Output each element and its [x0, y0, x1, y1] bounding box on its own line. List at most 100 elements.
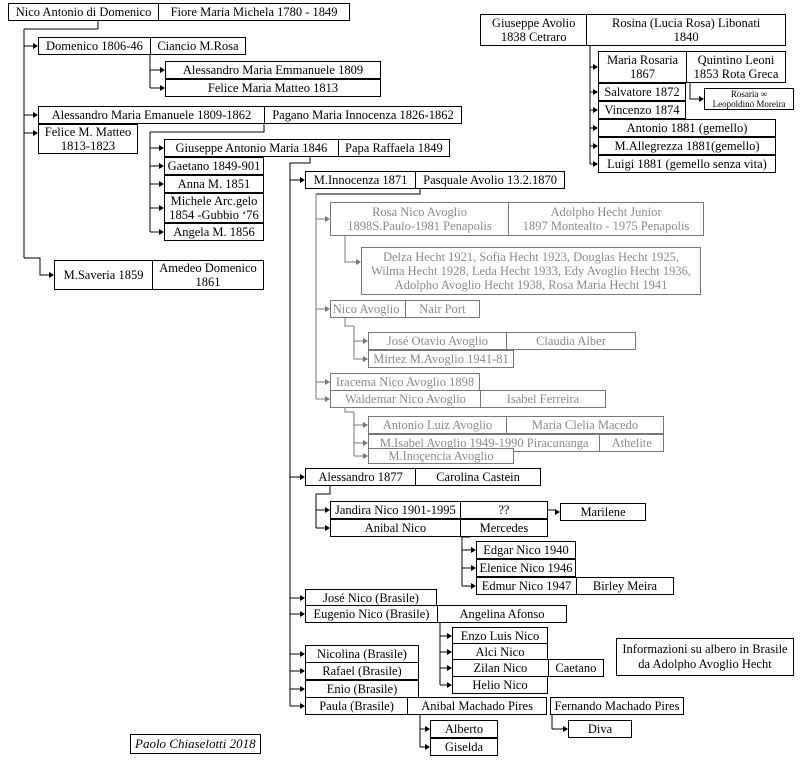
connector: [344, 318, 354, 327]
connector-arrow: [363, 356, 368, 362]
spouse-name: Fiore Maria Michela 1780 - 1849: [158, 4, 349, 20]
connector-arrow: [593, 161, 598, 167]
person-name: Paula (Brasile): [319, 699, 394, 713]
person-name: Zilan Nico: [473, 661, 528, 675]
person-name: Anna M. 1851: [177, 177, 251, 191]
person-box-helio: Helio Nico: [452, 676, 548, 694]
person-box-alessandro1862: Alessandro Maria Emanuele 1809-1862 Pagan…: [38, 106, 462, 124]
person-name: Iracema Nico Avoglio 1898: [335, 375, 475, 389]
person-box-antonio1881: Antonio 1881 (gemello): [598, 119, 776, 137]
person-name: Delza Hecht 1921, Sofia Hecht 1923, Doug…: [370, 250, 692, 292]
person-name: Eugenio Nico (Brasile): [313, 607, 430, 621]
person-box-mirtez: Mirtez M.Avoglio 1941-81: [368, 350, 514, 368]
spouse-name: Pasquale Avolio 13.2.1870: [415, 172, 564, 188]
person-name: Angela M. 1856: [173, 225, 255, 239]
person-name: Rafael (Brasile): [322, 664, 402, 678]
person-name: Domenico 1806-46: [46, 39, 143, 53]
spouse-name: Maria Clelia Macedo: [506, 417, 663, 433]
connector-arrow: [33, 112, 38, 118]
connector-arrow: [159, 145, 164, 151]
person-name: Alberto: [444, 722, 484, 736]
connector-arrow: [300, 177, 305, 183]
person-box-vincenzo: Vincenzo 1874: [598, 101, 686, 119]
connector-arrow: [356, 259, 361, 265]
connector: [150, 124, 265, 133]
spouse-name: Athelite: [599, 435, 663, 451]
connector-arrow: [300, 668, 305, 674]
person-name: Jandira Nico 1901-1995: [334, 503, 456, 517]
spouse-name: Caetano: [547, 660, 603, 676]
person-name: Vincenzo 1874: [604, 103, 680, 117]
person-box-alberto: Alberto: [430, 720, 498, 738]
person-name: Edmur Nico 1947: [481, 579, 572, 593]
connector-arrow: [325, 216, 330, 222]
connector-arrow: [593, 64, 598, 70]
person-box-jandira: Jandira Nico 1901-1995??: [330, 501, 548, 519]
person-name: Helio Nico: [472, 678, 528, 692]
author-credit: Paolo Chiaselotti 2018: [130, 734, 261, 754]
person-name: Salvatore 1872: [604, 85, 680, 99]
person-box-felice1813: Felice Maria Matteo 1813: [165, 79, 381, 97]
person-box-allegrezza: M.Allegrezza 1881(gemello): [598, 137, 776, 155]
person-box-luigi: Luigi 1881 (gemello senza vita): [598, 155, 776, 173]
connector-arrow: [593, 143, 598, 149]
person-box-giselda: Giselda: [430, 738, 498, 756]
connector-arrow: [325, 306, 330, 312]
connector-arrow: [425, 726, 430, 732]
person-box-nico: Nico Antonio di Domenico Fiore Maria Mich…: [8, 3, 350, 21]
person-box-marilene: Marilene: [560, 503, 646, 521]
connector-arrow: [363, 338, 368, 344]
connector-arrow: [447, 649, 452, 655]
person-name: Josè Nico Avoglio 1898: [331, 302, 405, 316]
person-name: José Otavio Avoglio: [386, 334, 489, 348]
connector-arrow: [160, 67, 165, 73]
person-name: Alessandro Maria Emanuele 1809-1862: [51, 108, 252, 122]
person-box-hecht-kids: Delza Hecht 1921, Sofia Hecht 1923, Doug…: [361, 247, 701, 295]
person-name: Felice Maria Matteo 1813: [207, 81, 339, 95]
person-name: M.Saveria 1859: [63, 268, 144, 282]
person-box-fernando: Fernando Machado Pires: [550, 697, 684, 715]
connector-arrow: [593, 107, 598, 113]
person-box-rosaria-m: Rosaria ∞Leopoldino Moreira: [704, 88, 794, 110]
person-name: Giuseppe Antonio Maria 1846: [175, 141, 328, 155]
person-box-alci: Alci Nico: [452, 643, 548, 661]
person-name: Marilene: [580, 505, 626, 519]
connector-arrow: [159, 229, 164, 235]
person-name: M.Inoçencia Avoglio: [388, 449, 494, 463]
person-name: Enio (Brasile): [326, 682, 398, 696]
person-box-edgar: Edgar Nico 1940: [476, 541, 576, 559]
spouse-name: Claudia Alber: [505, 333, 635, 349]
connector-arrow: [471, 547, 476, 553]
connector-arrow: [563, 726, 568, 732]
connector-arrow: [33, 43, 38, 49]
person-name: Anibal Nico: [364, 521, 427, 535]
spouse-name: Pagano Maria Innocenza 1826-1862: [263, 107, 461, 123]
connector-arrow: [447, 682, 452, 688]
connector: [316, 189, 421, 195]
person-name: Nico Antonio di Domenico: [15, 5, 152, 19]
connector-arrow: [447, 633, 452, 639]
person-box-nicolina: Nicolina (Brasile): [305, 645, 419, 663]
connector: [24, 257, 49, 276]
connector-arrow: [363, 422, 368, 428]
connector: [316, 486, 331, 495]
person-box-salvatore: Salvatore 1872: [598, 83, 686, 101]
person-box-zilan: Zilan Nico Caetano: [452, 659, 604, 677]
person-name: Alessandro 1877: [318, 470, 403, 484]
person-name: Rosaria ∞Leopoldino Moreira: [712, 89, 786, 109]
person-name: Diva: [587, 722, 613, 736]
